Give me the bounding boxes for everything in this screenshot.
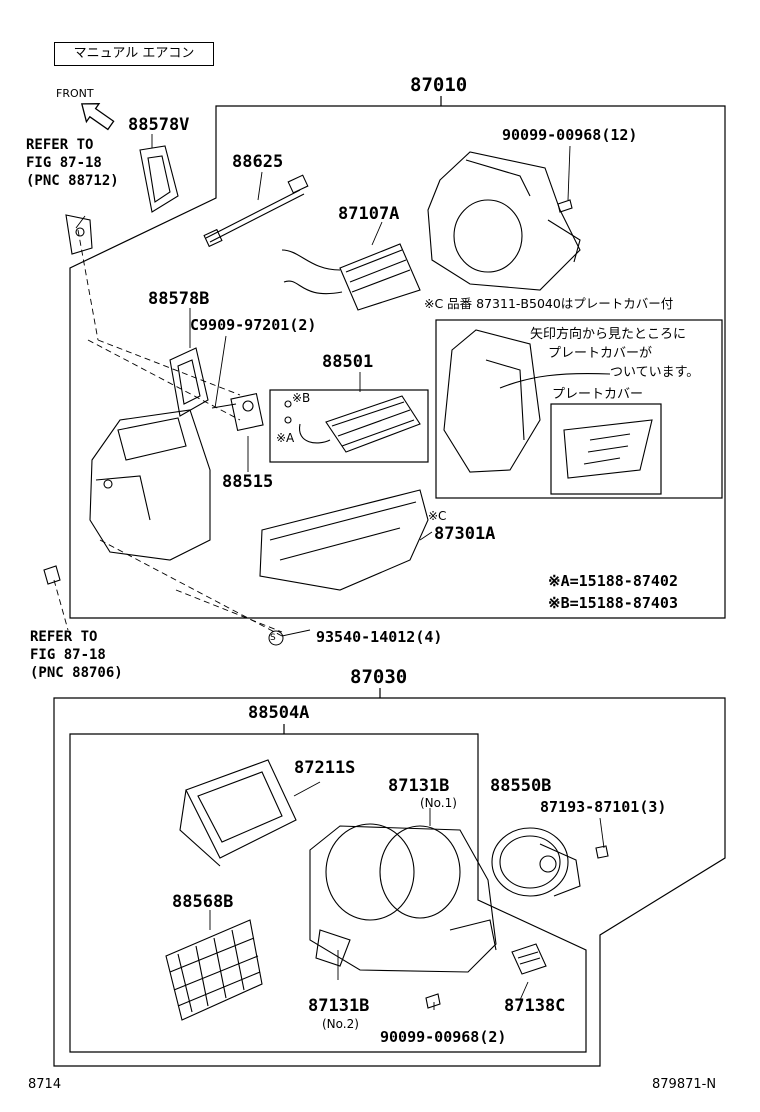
- footer-left: 8714: [28, 1077, 62, 1092]
- assembly-87030: 87030: [350, 666, 408, 688]
- note-box-line2: プレートカバーが: [548, 346, 653, 361]
- refer-88712: REFER TO FIG 87-18 (PNC 88712): [26, 136, 119, 190]
- refer-88706-line1: REFER TO: [30, 629, 98, 645]
- mark-b: ※B: [292, 391, 311, 405]
- part-88568b: 88568B: [172, 892, 234, 912]
- refer-88712-line3: (PNC 88712): [26, 173, 119, 189]
- mark-a: ※A: [276, 431, 295, 445]
- blower-case-87131b-icon: [309, 823, 497, 973]
- screw-87193-icon: [595, 845, 609, 859]
- screw-90099-icon: [557, 199, 573, 213]
- part-87211s: 87211S: [294, 758, 356, 778]
- part-88501: 88501: [322, 352, 374, 372]
- title-box: マニュアル エアコン: [54, 42, 214, 66]
- part-87131b-no2: 87131B: [308, 996, 370, 1016]
- note-box-line1: 矢印方向から見たところに: [530, 327, 687, 342]
- part-87131b-no1-note: (No.1): [420, 796, 457, 810]
- refer-88706: REFER TO FIG 87-18 (PNC 88706): [30, 628, 123, 682]
- filter-box: [269, 389, 429, 463]
- note-box-line3: ついています。: [610, 365, 700, 380]
- upper-assembly-outline: [69, 105, 726, 619]
- assembly-87010: 87010: [410, 74, 468, 96]
- seal-88578b-icon: [169, 347, 209, 417]
- sub-assembly-outline: [69, 733, 587, 1053]
- part-87131b-no2-note: (No.2): [322, 1017, 359, 1031]
- bracket-88706-icon: [43, 565, 61, 585]
- refer-88712-line2: FIG 87-18: [26, 155, 102, 171]
- part-88625: 88625: [232, 152, 284, 172]
- heater-core-87107a-icon: [281, 243, 421, 311]
- mark-c: ※C: [428, 509, 447, 523]
- part-87193: 87193-87101(3): [540, 798, 667, 816]
- part-88515: 88515: [222, 472, 274, 492]
- plate-cover-view-icon: [443, 329, 653, 479]
- def-b: ※B=15188-87403: [548, 594, 678, 612]
- case-87301a-icon: [259, 489, 429, 591]
- def-a: ※A=15188-87402: [548, 572, 678, 590]
- resistor-87138c-icon: [511, 943, 547, 975]
- s-mark-icon: [268, 630, 284, 646]
- part-87138c: 87138C: [504, 996, 566, 1016]
- part-87107a: 87107A: [338, 204, 400, 224]
- bracket-88712-icon: [65, 214, 93, 255]
- grille-88568b-icon: [165, 919, 263, 1021]
- screw-90099-lower-icon: [425, 993, 441, 1009]
- evaporator-88501-icon: [284, 395, 421, 453]
- plate-cover-box: [550, 403, 662, 495]
- part-90099-12: 90099-00968(12): [502, 126, 638, 144]
- expansion-valve-88515-icon: [211, 392, 264, 432]
- front-arrow-icon: [80, 103, 115, 131]
- lower-assembly-outline: [53, 697, 726, 1067]
- sensor-88625-icon: [203, 174, 309, 248]
- part-88578b: 88578B: [148, 289, 210, 309]
- part-c9909: C9909-97201(2): [190, 316, 317, 334]
- refer-88706-line3: (PNC 88706): [30, 665, 123, 681]
- upper-housing-icon: [427, 151, 581, 291]
- seal-88578v-icon: [139, 145, 179, 213]
- part-88550b: 88550B: [490, 776, 552, 796]
- heater-housing-icon: [89, 409, 211, 561]
- refer-88712-line1: REFER TO: [26, 137, 94, 153]
- blower-motor-88550b-icon: [491, 827, 581, 897]
- part-88578v: 88578V: [128, 115, 190, 135]
- front-label: FRONT: [56, 87, 94, 100]
- assembly-88504a: 88504A: [248, 703, 310, 723]
- note-c-header: ※C 品番 87311-B5040はプレートカバー付: [424, 296, 674, 311]
- part-93540: 93540-14012(4): [316, 628, 443, 646]
- part-87301a: 87301A: [434, 524, 496, 544]
- part-87131b-no1: 87131B: [388, 776, 450, 796]
- note-box: [435, 319, 723, 499]
- footer-right: 879871-N: [652, 1077, 717, 1092]
- filter-frame-87211s-icon: [179, 759, 297, 867]
- refer-88706-line2: FIG 87-18: [30, 647, 106, 663]
- plate-cover-label: プレートカバー: [552, 387, 644, 402]
- part-90099-2: 90099-00968(2): [380, 1028, 507, 1046]
- s-mark-label: S: [270, 633, 276, 643]
